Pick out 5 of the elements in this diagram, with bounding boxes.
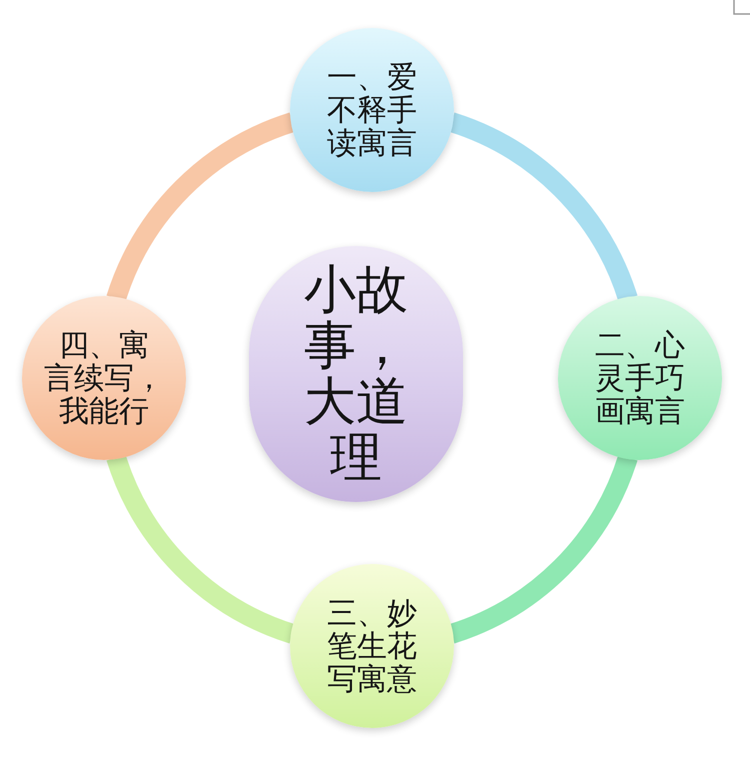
topic-text: 四、寓言续写，我能行 — [43, 328, 165, 428]
topic-text: 二、心灵手巧画寓言 — [594, 328, 686, 428]
topic-text: 三、妙笔生花写寓意 — [326, 596, 418, 696]
topic-text: 一、爱不释手读寓言 — [326, 60, 418, 160]
central-topic-text: 小故事，大道理 — [302, 262, 409, 486]
